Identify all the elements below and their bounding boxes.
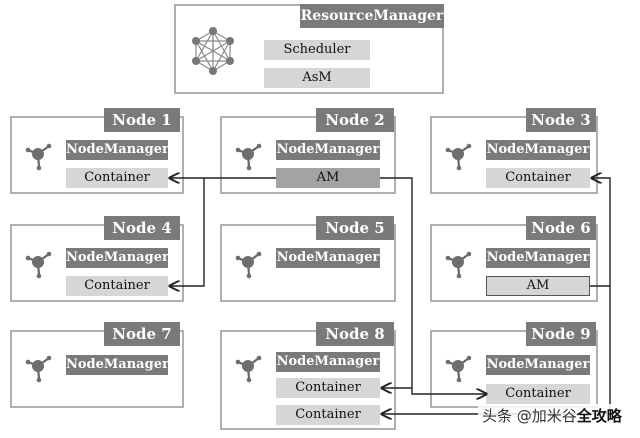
scheduler-label: Scheduler xyxy=(264,40,370,60)
asm-label: AsM xyxy=(264,68,370,88)
node-2-am: AM xyxy=(276,168,380,188)
node-8-icon xyxy=(235,355,262,383)
node-3-icon xyxy=(445,143,472,171)
node-7-title: Node 7 xyxy=(104,322,180,346)
watermark-prefix: 头条 @加米谷 xyxy=(482,407,577,425)
node-8-container-2: Container xyxy=(276,405,380,425)
node-9-nodemanager: NodeManager xyxy=(486,355,590,375)
node-1-icon xyxy=(25,143,52,171)
node-7-nodemanager: NodeManager xyxy=(66,355,169,375)
resource-manager-title: ResourceManager xyxy=(300,4,444,28)
node-8-title: Node 8 xyxy=(316,322,394,346)
node-7-icon xyxy=(25,355,52,383)
node-1-title: Node 1 xyxy=(104,108,180,132)
node-1-container: Container xyxy=(66,168,168,188)
node-9-container: Container xyxy=(486,384,590,404)
node-3-title: Node 3 xyxy=(526,108,596,132)
node-3-container: Container xyxy=(486,168,590,188)
node-6-title: Node 6 xyxy=(526,216,596,240)
node-8-nodemanager: NodeManager xyxy=(276,352,380,372)
node-4-icon xyxy=(25,251,52,279)
node-4-container: Container xyxy=(66,276,168,296)
node-9-icon xyxy=(445,355,472,383)
cluster-network-icon xyxy=(192,27,234,75)
node-1-nodemanager: NodeManager xyxy=(66,140,169,160)
node-2-nodemanager: NodeManager xyxy=(276,140,380,160)
node-2-title: Node 2 xyxy=(316,108,394,132)
watermark-highlight: 全攻略 xyxy=(576,407,622,425)
node-6-am: AM xyxy=(486,276,590,296)
node-6-nodemanager: NodeManager xyxy=(486,248,590,268)
watermark: 头条 @加米谷全攻略 xyxy=(478,404,626,427)
node-8-container-1: Container xyxy=(276,378,380,398)
node-3-nodemanager: NodeManager xyxy=(486,140,590,160)
node-6-icon xyxy=(445,251,472,279)
node-5-nodemanager: NodeManager xyxy=(276,248,380,268)
node-5-icon xyxy=(235,251,262,279)
node-2-icon xyxy=(235,143,262,171)
node-4-title: Node 4 xyxy=(104,216,180,240)
node-4-nodemanager: NodeManager xyxy=(66,248,169,268)
node-5-title: Node 5 xyxy=(316,216,394,240)
node-9-title: Node 9 xyxy=(526,322,596,346)
